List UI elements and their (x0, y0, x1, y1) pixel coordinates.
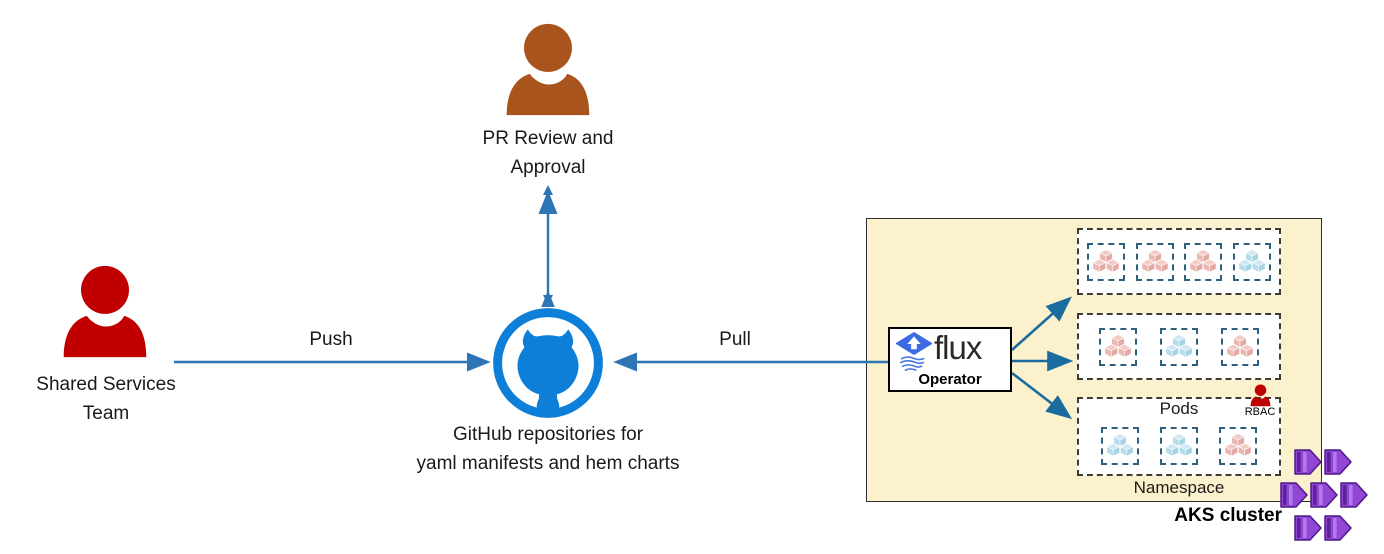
flux-fanout-arrows (1011, 296, 1074, 420)
pull-arrow (613, 352, 888, 372)
rbac-badge: RBAC (1242, 384, 1278, 418)
flux-arrow-namespace-3 (1011, 371, 1073, 420)
aks-hexagon (1323, 447, 1353, 477)
pod-pink-icon (1087, 242, 1125, 281)
namespace-title: Namespace (1133, 478, 1225, 497)
flux-product-name: flux (934, 329, 982, 366)
flux-operator-label: Operator (918, 371, 982, 388)
aks-hexagon (1339, 480, 1369, 510)
aks-hexagon (1293, 513, 1323, 543)
pod-blue-icon (1232, 242, 1271, 281)
aks-cluster-title: AKS cluster (1174, 505, 1282, 526)
rbac-person-icon (1250, 384, 1270, 407)
flux-arrow-namespace-1 (1011, 296, 1072, 351)
rbac-label: RBAC (1244, 406, 1276, 418)
pr-review-person-icon (506, 23, 590, 116)
pod-pink-icon (1219, 426, 1257, 465)
pod-blue-icon (1160, 327, 1198, 366)
shared-services-label: Shared Services Team (36, 374, 176, 424)
aks-hexagon (1323, 513, 1353, 543)
namespace-box-2 (1077, 313, 1281, 380)
namespace-box-3 (1077, 397, 1281, 476)
flux-operator-box: flux Operator (888, 327, 1012, 392)
pod-pink-icon (1135, 242, 1174, 281)
push-label: Push (309, 329, 353, 350)
aks-hexagon (1279, 480, 1309, 510)
aks-hexagon (1309, 480, 1339, 510)
pod-blue-icon (1101, 426, 1139, 465)
pod-pink-icon (1184, 242, 1223, 281)
pod-pink-icon (1221, 327, 1259, 366)
github-icon (493, 308, 603, 418)
github-label: GitHub repositories for yaml manifests a… (416, 424, 680, 474)
aks-icon (1279, 447, 1371, 543)
shared-services-person-icon (63, 265, 147, 358)
pods-title: Pods (1159, 399, 1199, 418)
push-arrow (174, 352, 491, 372)
namespace-box-1 (1077, 228, 1281, 295)
pod-pink-icon (1099, 327, 1137, 366)
flux-icon (895, 332, 933, 371)
pull-label: Pull (719, 329, 751, 350)
review-double-arrow (538, 185, 558, 307)
aks-hexagon (1293, 447, 1323, 477)
pod-blue-icon (1160, 426, 1198, 465)
pr-review-label: PR Review and Approval (482, 128, 614, 178)
